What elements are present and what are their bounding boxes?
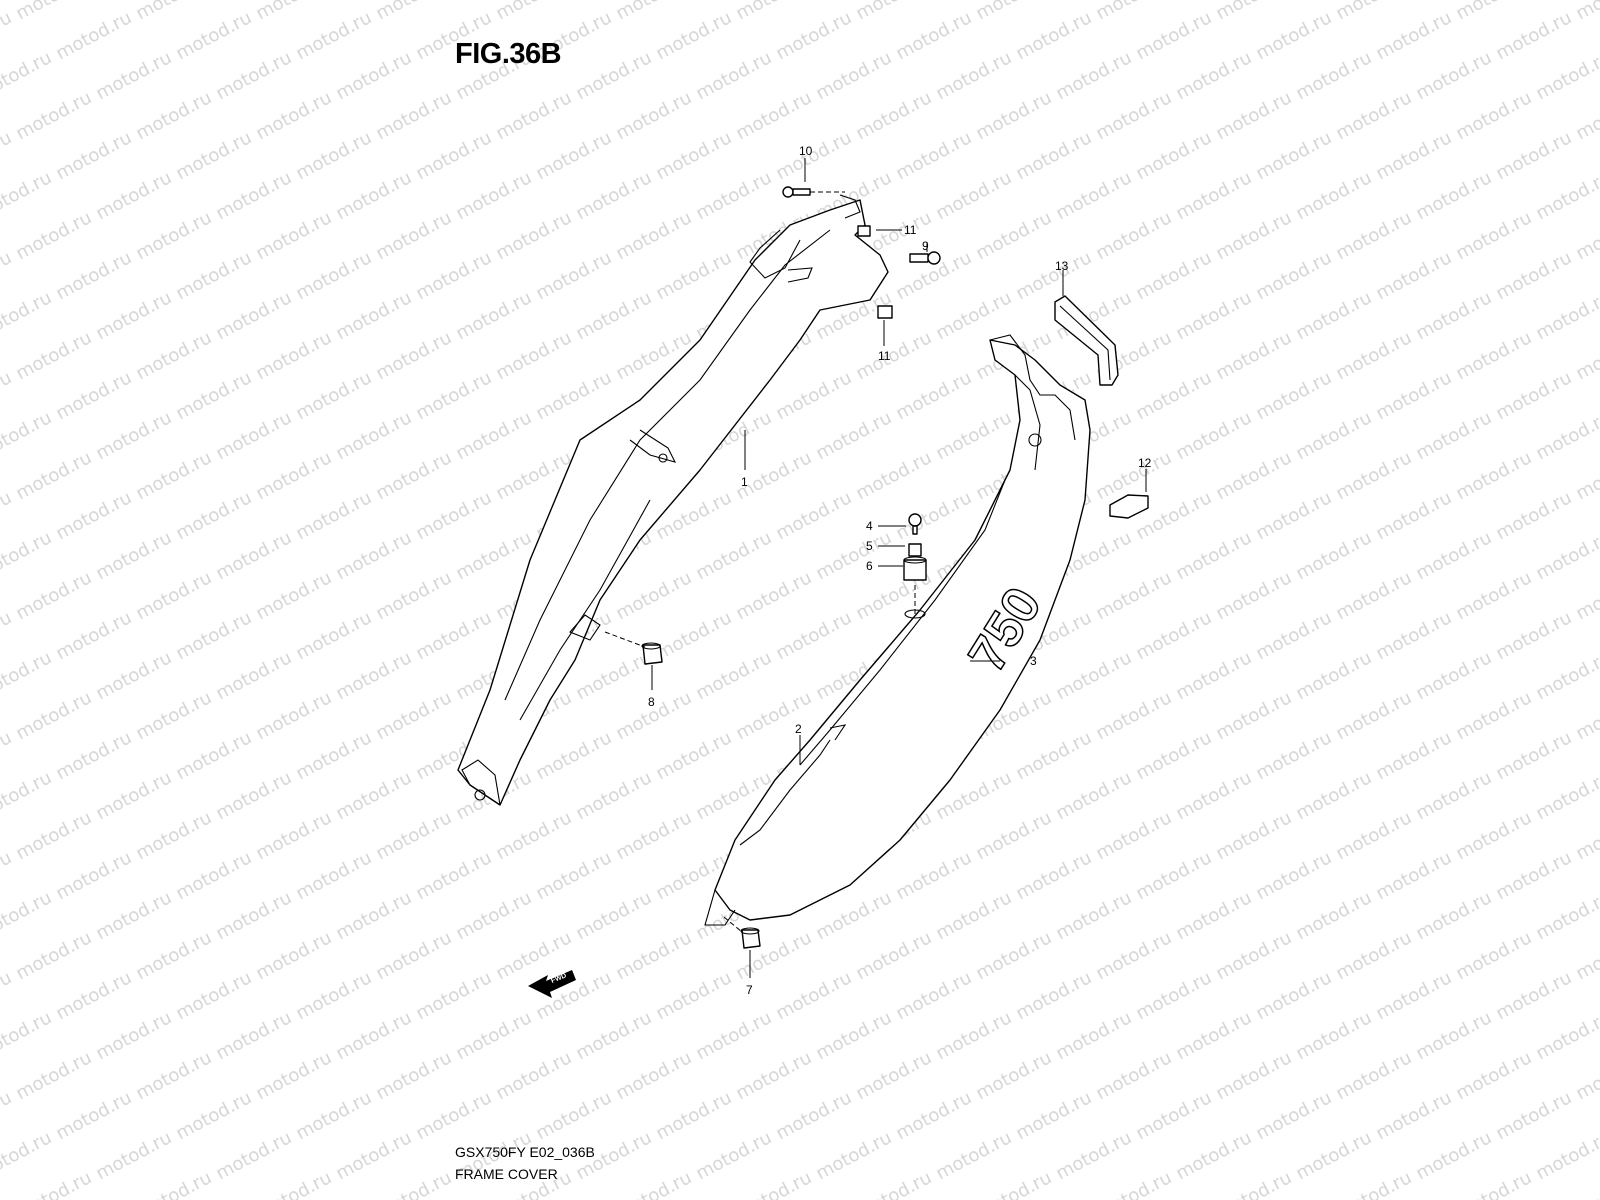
- callout-8: 8: [648, 695, 655, 709]
- screw-4-part[interactable]: [908, 513, 922, 535]
- callout-6: 6: [866, 559, 873, 573]
- callout-13: 13: [1055, 259, 1069, 273]
- grommet-7-part[interactable]: [740, 927, 761, 949]
- callout-5: 5: [866, 539, 873, 553]
- figure-code: GSX750FY E02_036B: [455, 1144, 595, 1160]
- nut-11-upper-part[interactable]: [857, 225, 871, 237]
- callout-4: 4: [866, 519, 873, 533]
- bolt-9-part[interactable]: [909, 251, 941, 265]
- callout-1: 1: [741, 475, 748, 489]
- trim-strip-part[interactable]: [799, 479, 1006, 766]
- callout-11-lower: 11: [878, 349, 891, 363]
- callout-10: 10: [799, 144, 813, 158]
- callout-3: 3: [1030, 654, 1037, 668]
- leader-lines: [651, 158, 1147, 978]
- callout-numbers: 10 11 9 11 13 12 4 5 6 1 3 2 8 7: [648, 144, 1152, 997]
- side-cover-right-part[interactable]: 750: [704, 334, 1091, 926]
- grommet-8-part[interactable]: [641, 642, 663, 665]
- callout-11-upper: 11: [904, 223, 917, 237]
- forward-arrow-icon: FWD: [528, 970, 576, 998]
- nut-11-lower-part[interactable]: [877, 305, 893, 319]
- pad-12-part[interactable]: [1109, 494, 1149, 519]
- callout-7: 7: [746, 983, 753, 997]
- figure-name: FRAME COVER: [455, 1166, 558, 1182]
- screw-10-part[interactable]: [782, 186, 845, 198]
- callout-12: 12: [1138, 456, 1152, 470]
- figure-title: FIG.36B: [455, 38, 562, 70]
- frame-cover-left-part[interactable]: [457, 194, 889, 806]
- callout-9: 9: [922, 239, 929, 253]
- trim-piece-13-part[interactable]: [1054, 295, 1119, 386]
- collar-5-part[interactable]: [908, 543, 922, 557]
- grommet-6-part[interactable]: [903, 556, 927, 581]
- callout-2: 2: [795, 722, 802, 736]
